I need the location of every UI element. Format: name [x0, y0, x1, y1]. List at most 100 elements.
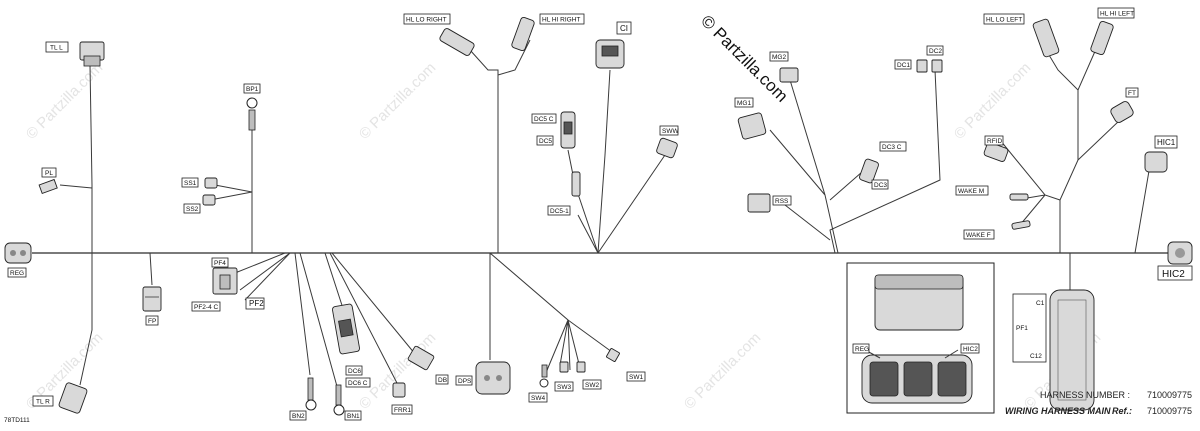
watermark: © Partzilla.com — [681, 329, 764, 412]
svg-text:BN2: BN2 — [292, 413, 305, 420]
connector-wake-f — [1011, 220, 1031, 230]
label-sw4: SW4 — [528, 392, 548, 403]
label-hl-lo-left: HL LO LEFT — [983, 13, 1025, 25]
label-mg1: MG1 — [734, 97, 754, 108]
label-bn1: BN1 — [344, 410, 362, 421]
svg-text:SW4: SW4 — [531, 395, 545, 402]
branch-wires — [59, 39, 1151, 391]
inset-detail — [846, 262, 995, 414]
label-pf1: PF1 — [1016, 325, 1028, 332]
label-pf4: PF4 — [211, 257, 229, 268]
connector-rss — [747, 193, 771, 213]
svg-text:DC5-1: DC5-1 — [550, 208, 569, 215]
connector-bn1 — [333, 384, 345, 416]
footer: HARNESS NUMBER : 710009775 WIRING HARNES… — [4, 390, 1192, 424]
connector-mg2 — [779, 67, 799, 83]
svg-text:DPS: DPS — [458, 378, 472, 385]
connector-dc5 — [560, 111, 576, 149]
label-sww: SWW — [659, 125, 679, 136]
label-c1: C1 — [1036, 300, 1045, 307]
harness-number-label: HARNESS NUMBER : — [1040, 390, 1130, 400]
connector-dps — [475, 361, 511, 395]
watermark: © Partzilla.com — [356, 59, 439, 142]
connector-dc3 — [859, 158, 879, 184]
svg-text:HL LO RIGHT: HL LO RIGHT — [406, 17, 447, 24]
label-dps: DPS — [455, 375, 473, 386]
connector-ci — [595, 39, 625, 69]
label-bp1: BP1 — [243, 83, 261, 94]
connector-pf — [212, 267, 238, 295]
connector-db — [407, 345, 435, 371]
label-pf1-group — [1012, 293, 1047, 363]
svg-text:MG2: MG2 — [772, 54, 786, 61]
label-dc5c: DC5 C — [531, 113, 557, 124]
connector-tl-l — [79, 41, 105, 67]
svg-text:DC3: DC3 — [874, 182, 887, 189]
svg-text:SW1: SW1 — [629, 374, 643, 381]
svg-text:FP: FP — [148, 318, 156, 325]
label-hl-hi-right: HL HI RIGHT — [539, 13, 585, 25]
label-ci: CI — [616, 21, 632, 35]
svg-text:HIC1: HIC1 — [1157, 138, 1176, 147]
svg-text:SW3: SW3 — [557, 384, 571, 391]
connector-hl-lo-right — [439, 28, 475, 56]
svg-text:REG: REG — [10, 270, 24, 277]
svg-text:TL L: TL L — [50, 45, 63, 52]
label-dc2: DC2 — [926, 45, 944, 56]
label-db: DB — [435, 374, 449, 385]
label-dc51: DC5-1 — [547, 205, 571, 216]
label-inset-hic2: HIC2 — [960, 343, 980, 354]
label-hl-lo-right: HL LO RIGHT — [403, 13, 451, 25]
svg-text:DC3 C: DC3 C — [882, 144, 902, 151]
connector-sw2 — [576, 361, 586, 373]
svg-text:PL: PL — [45, 170, 53, 177]
label-hic1: HIC1 — [1154, 135, 1178, 149]
watermark: © Partzilla.com — [356, 329, 439, 412]
connectors — [4, 16, 1193, 416]
harness-number-value: 710009775 — [1147, 390, 1192, 400]
label-fp: FP — [145, 315, 159, 326]
svg-text:DC6: DC6 — [348, 368, 361, 375]
connector-sw1 — [606, 348, 620, 362]
label-sw2: SW2 — [582, 379, 602, 390]
watermark: © Partzilla.com — [951, 59, 1034, 142]
ref-value: 710009775 — [1147, 406, 1192, 416]
connector-rfid — [983, 142, 1009, 162]
connector-dc1-dc2 — [916, 59, 943, 73]
connector-wake-m — [1009, 193, 1029, 201]
label-dc1: DC1 — [894, 59, 912, 70]
svg-text:DC6 C: DC6 C — [348, 380, 368, 387]
svg-text:HL LO LEFT: HL LO LEFT — [986, 17, 1022, 24]
label-dc3: DC3 — [871, 179, 889, 190]
label-sw1: SW1 — [626, 371, 646, 382]
label-dc5: DC5 — [536, 135, 554, 146]
svg-text:BP1: BP1 — [246, 86, 259, 93]
svg-text:BN1: BN1 — [347, 413, 360, 420]
svg-text:DC5: DC5 — [539, 138, 552, 145]
label-hl-hi-left: HL HI LEFT — [1097, 7, 1135, 19]
label-rfid: RFID — [984, 135, 1004, 146]
labels: TL L PL REG FP TL R BP1 SS1 SS2 PF4 PF2-… — [7, 7, 1193, 421]
connector-sw3 — [559, 361, 569, 373]
svg-text:SWW: SWW — [662, 128, 679, 135]
label-wake-m: WAKE M — [955, 185, 989, 196]
svg-text:CI: CI — [620, 24, 628, 33]
label-reg: REG — [7, 267, 27, 278]
svg-text:REG: REG — [855, 346, 869, 353]
connector-hic1 — [1144, 151, 1168, 173]
connector-ft — [1110, 101, 1134, 123]
label-inset-reg: REG — [852, 343, 870, 354]
connector-hl-lo-left — [1032, 18, 1060, 58]
label-wake-f: WAKE F — [963, 229, 995, 240]
watermark: © Partzilla.com — [23, 59, 106, 142]
label-ft: FT — [1125, 87, 1139, 98]
connector-hl-hi-left — [1090, 20, 1114, 56]
connector-bp1 — [246, 97, 258, 131]
connector-hic2 — [1167, 241, 1193, 265]
svg-text:SS2: SS2 — [186, 206, 199, 213]
label-bn2: BN2 — [289, 410, 307, 421]
label-hic2: HIC2 — [1157, 265, 1193, 281]
label-mg2: MG2 — [769, 51, 789, 62]
svg-text:TL R: TL R — [36, 399, 50, 406]
